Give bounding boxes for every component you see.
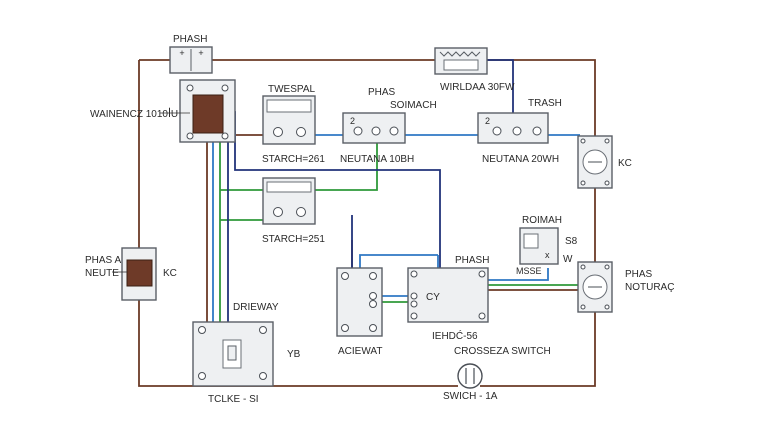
label-s8: S8 (565, 236, 578, 247)
twespal-switch (262, 95, 316, 145)
label-noturac: NOTURAÇ (625, 282, 674, 293)
label-iehdc: IEHDĆ-56 (432, 329, 478, 342)
phas-meter-right (577, 261, 613, 313)
svg-text:2: 2 (350, 116, 355, 126)
label-crossesza: CROSSEZA SWITCH (454, 346, 551, 357)
outer-brown-wire (139, 59, 596, 387)
label-cy: CY (426, 292, 440, 303)
svg-text:2: 2 (485, 116, 490, 126)
main-meter (179, 79, 236, 143)
cy-block (407, 267, 489, 323)
wires-blue (212, 134, 580, 322)
aciewat-block (336, 267, 383, 337)
trash-block: 2 (477, 112, 549, 144)
starch-251-switch (262, 177, 316, 225)
outer-brown-left-wire (138, 60, 458, 387)
label-acewat: ACIEWAT (338, 346, 382, 357)
label-soimach: SOIMACH (390, 100, 437, 111)
blue-upper-wire (359, 254, 438, 268)
blue-right-wire (488, 268, 549, 281)
navy-top-wire (487, 59, 514, 113)
label-msse: MSSE (516, 266, 542, 276)
label-phash-mid: PHASH (455, 255, 489, 266)
svg-text:+: + (179, 48, 184, 58)
label-phash-top: PHASH (173, 34, 207, 45)
label-trash: TRASH (528, 98, 562, 109)
fuse-block (434, 47, 488, 75)
label-yb: YB (287, 349, 301, 360)
label-phas-left: PHAS A (85, 255, 121, 266)
kc-meter-right (577, 135, 613, 189)
label-tclke: TCLKE - SI (208, 394, 259, 405)
wires-brown (138, 59, 596, 387)
label-swich: SWICH - 1A (443, 391, 498, 402)
label-twespal: TWESPAL (268, 84, 315, 95)
left-meter (121, 247, 157, 301)
label-phas-right: PHAS (625, 269, 653, 280)
label-warning: WAINENCZ 1010ꟾU (90, 107, 178, 120)
drieway-breaker (192, 321, 274, 387)
phash-top-switch: + + (169, 46, 213, 74)
label-neutana-20wh: NEUTANA 20WH (482, 154, 559, 165)
label-kc-left: KC (163, 268, 177, 279)
crossover-switch (457, 363, 483, 389)
roimah-box: x (519, 227, 559, 265)
svg-text:x: x (545, 250, 550, 260)
green-up-wire (315, 143, 378, 191)
label-neutana-10bh: NEUTANA 10BH (340, 154, 414, 165)
label-kc-right: KC (618, 158, 632, 169)
label-driveway: DRIEWAY (233, 302, 279, 313)
label-starch-261: STARCH=261 (262, 154, 325, 165)
label-roimah: ROIMAH (522, 215, 562, 226)
label-starch-251: STARCH=251 (262, 234, 325, 245)
label-neute-left: NEUTE (85, 268, 119, 279)
svg-text:+: + (198, 48, 203, 58)
soimach-block: 2 (342, 112, 406, 144)
label-wirldaa: WIRLDAA 30FW (440, 82, 515, 93)
label-w: W (563, 254, 573, 265)
label-phas-mid: PHAS (368, 87, 396, 98)
